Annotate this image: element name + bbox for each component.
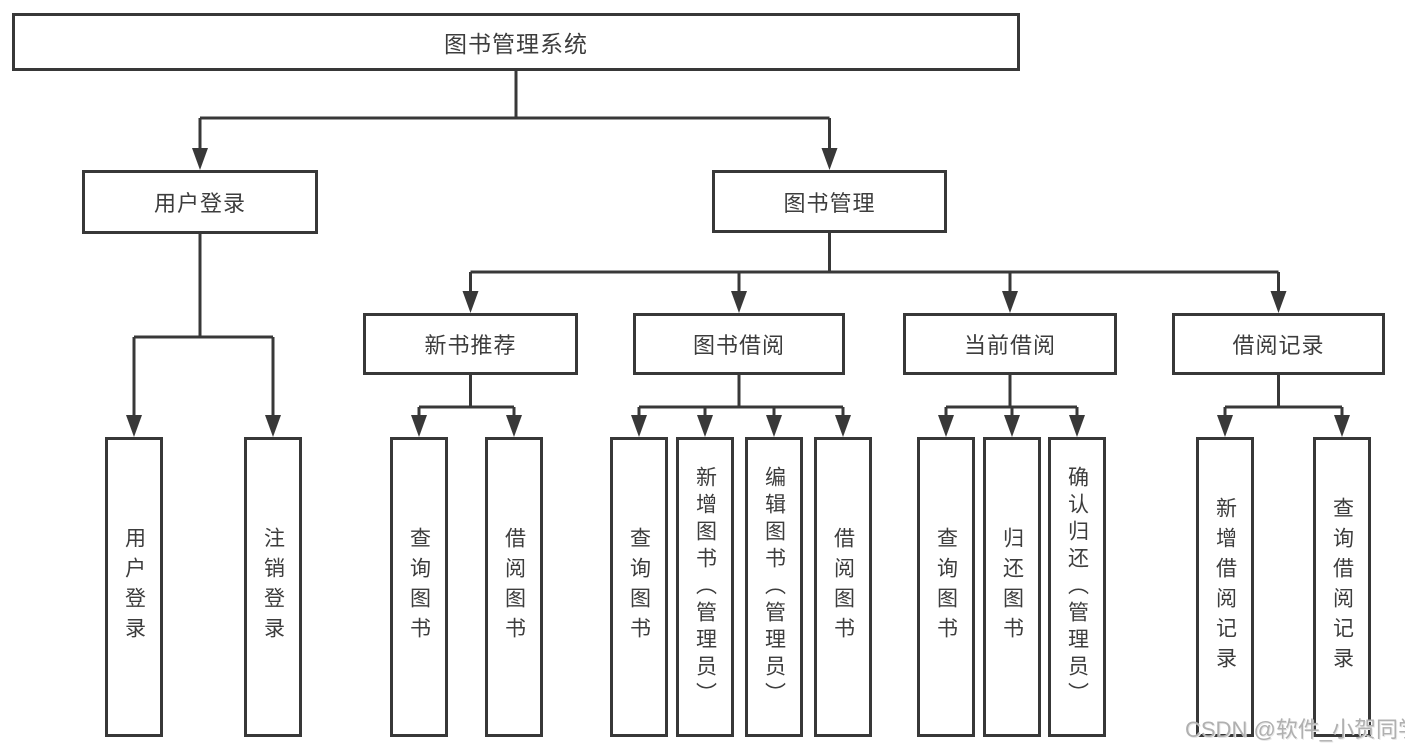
node-borrowing-records: 借阅记录 bbox=[1172, 313, 1385, 375]
leaf-borrowing-edit-books-admin: 编辑图书（管理员） bbox=[745, 437, 803, 737]
node-new-book-recommendation: 新书推荐 bbox=[363, 313, 578, 375]
leaf-current-query-books: 查询图书 bbox=[917, 437, 975, 737]
leaf-borrowing-query-books: 查询图书 bbox=[610, 437, 668, 737]
node-user-login: 用户登录 bbox=[82, 170, 318, 234]
leaf-records-add-borrow-record: 新增借阅记录 bbox=[1196, 437, 1254, 737]
leaf-records-query-borrow-record: 查询借阅记录 bbox=[1313, 437, 1371, 737]
leaf-logout: 注销登录 bbox=[244, 437, 302, 737]
leaf-borrowing-borrow-books: 借阅图书 bbox=[814, 437, 872, 737]
node-current-borrowing: 当前借阅 bbox=[903, 313, 1117, 375]
node-book-borrowing: 图书借阅 bbox=[633, 313, 845, 375]
leaf-newbook-borrow-books: 借阅图书 bbox=[485, 437, 543, 737]
node-library-system: 图书管理系统 bbox=[12, 13, 1020, 71]
leaf-newbook-query-books: 查询图书 bbox=[390, 437, 448, 737]
node-book-management: 图书管理 bbox=[712, 170, 947, 233]
leaf-user-login: 用户登录 bbox=[105, 437, 163, 737]
leaf-current-return-books: 归还图书 bbox=[983, 437, 1041, 737]
leaf-borrowing-add-books-admin: 新增图书（管理员） bbox=[676, 437, 734, 737]
leaf-current-confirm-return-admin: 确认归还（管理员） bbox=[1048, 437, 1106, 737]
csdn-watermark: CSDN @软件_小贺同学 bbox=[1185, 717, 1405, 742]
